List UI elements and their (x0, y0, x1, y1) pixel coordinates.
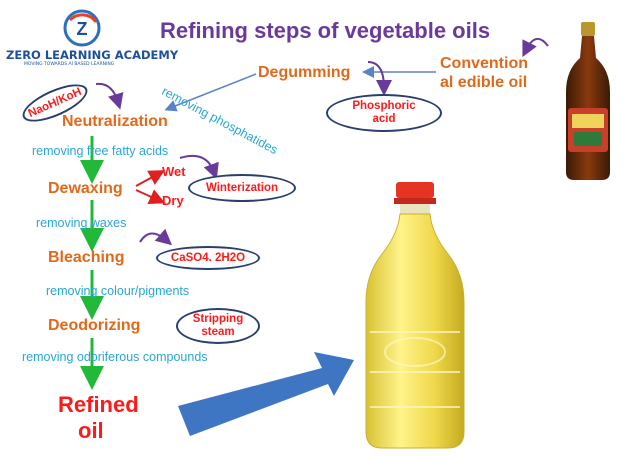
curve-naoh (95, 82, 124, 110)
step-bleaching: Bleaching (48, 249, 125, 266)
dewaxing-option-wet: Wet (162, 164, 186, 179)
step-degumming: Degumming (258, 64, 351, 81)
logo-tagline: MOVING TOWARDS AI BASED LEARNING (24, 62, 115, 67)
curve-caso4 (139, 228, 173, 246)
reagent-stripping-line2: steam (201, 326, 235, 338)
curve-winterization (179, 154, 219, 180)
desc-colour: removing colour/pigments (46, 284, 190, 298)
reagent-stripping-steam: Stripping steam (176, 308, 260, 344)
oil-bottle-small-image (566, 22, 610, 180)
source-oil-label-line1: Convention (440, 55, 528, 72)
dewaxing-option-dry: Dry (162, 193, 184, 208)
arrow-dewaxing-dry (135, 189, 166, 204)
source-oil-label-line2: al edible oil (440, 74, 528, 91)
desc-free-fatty-acids: removing free fatty acids (32, 144, 169, 158)
reagent-phosphoric-line2: acid (372, 113, 396, 125)
curve-phosphoric (367, 61, 392, 96)
reagent-phosphoric-line1: Phosphoric (352, 100, 416, 112)
big-arrow-to-bottle (178, 352, 354, 436)
reagent-winterization: Winterization (188, 174, 296, 202)
curve-source-oil (522, 38, 549, 58)
arrow-degumming-to-neutralization (164, 73, 257, 112)
reagent-phosphoric-acid: Phosphoric acid (326, 94, 442, 132)
step-dewaxing: Dewaxing (48, 180, 123, 197)
logo: Z ZERO LEARNING ACADEMY MOVING TOWARDS A… (6, 8, 178, 67)
result-refined: Refined (58, 392, 139, 417)
page-title: Refining steps of vegetable oils (160, 18, 491, 43)
step-neutralization: Neutralization (62, 113, 168, 130)
reagent-caso4-text: CaSO4. 2H2O (170, 251, 246, 264)
reagent-winterization-text: Winterization (205, 181, 279, 194)
desc-waxes: removing waxes (36, 216, 127, 230)
reagent-stripping-line1: Stripping (192, 313, 244, 325)
logo-emblem-icon: Z (63, 9, 101, 47)
desc-odoriferous: removing odoriferous compounds (22, 350, 208, 364)
arrow-dewaxing-wet (135, 170, 166, 187)
oil-bottle-large-image (365, 182, 465, 449)
result-oil: oil (78, 418, 104, 443)
reagent-caso4: CaSO4. 2H2O (156, 246, 260, 270)
logo-name: ZERO LEARNING ACADEMY (6, 48, 179, 62)
svg-text:Z: Z (77, 19, 88, 39)
step-deodorizing: Deodorizing (48, 317, 141, 334)
